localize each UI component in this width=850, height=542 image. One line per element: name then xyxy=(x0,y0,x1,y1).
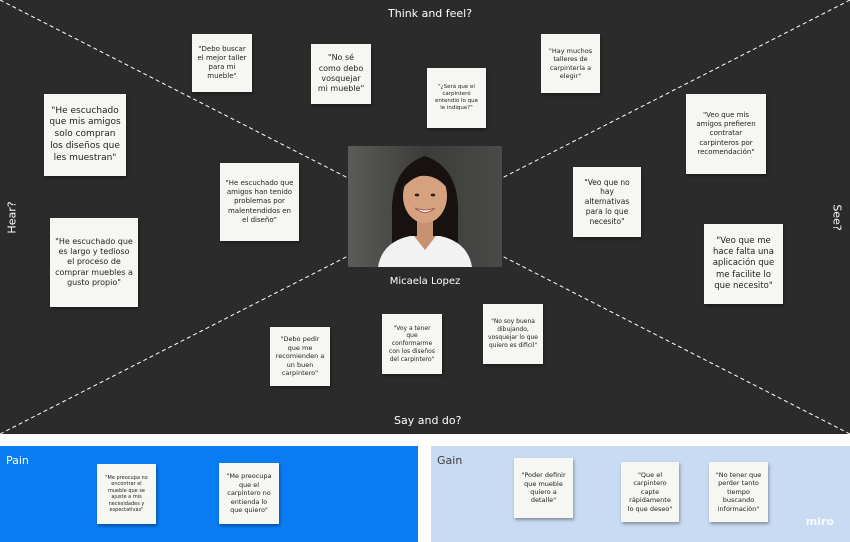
diagonal-bottom-right xyxy=(501,255,850,434)
section-title-see: See? xyxy=(830,204,844,231)
sticky-note[interactable]: "Veo que me hace falta una aplicación qu… xyxy=(704,224,783,304)
pain-panel: Pain "Me preocupa no encontrar el mueble… xyxy=(0,446,418,542)
sticky-note[interactable]: "He escuchado que es largo y tedioso el … xyxy=(50,218,138,307)
gain-panel: Gain "Poder definir que mueble quiero a … xyxy=(431,446,850,542)
section-title-say: Say and do? xyxy=(394,414,462,427)
persona-photo xyxy=(348,146,502,267)
sticky-note[interactable]: "He escuchado que mis amigos solo compra… xyxy=(44,94,126,176)
pain-title: Pain xyxy=(6,454,29,467)
sticky-note[interactable]: "Hay muchos talleres de carpintería a el… xyxy=(541,34,600,93)
sticky-note[interactable]: "Me preocupa no encontrar el mueble que … xyxy=(97,464,156,524)
sticky-note[interactable]: "Veo que mis amigos prefieren contratar … xyxy=(686,94,766,174)
section-title-hear: Hear? xyxy=(5,201,19,234)
section-title-think: Think and feel? xyxy=(388,7,473,20)
sticky-note[interactable]: "He escuchado que amigos han tenido prob… xyxy=(220,163,299,241)
quadrant-diagonals xyxy=(0,0,850,434)
sticky-note[interactable]: "Me preocupa que el carpintero no entien… xyxy=(219,463,279,524)
miro-logo: miro xyxy=(805,515,834,528)
diagonal-bottom-left xyxy=(0,255,349,434)
sticky-note[interactable]: "No tener que perder tanto tiempo buscan… xyxy=(709,462,768,522)
sticky-note[interactable]: "No sé como debo vosquejar mi mueble" xyxy=(311,44,371,104)
sticky-note[interactable]: "Debo pedir que me recomienden a un buen… xyxy=(270,327,330,386)
gain-title: Gain xyxy=(437,454,463,467)
sticky-note[interactable]: "Debo buscar el mejor taller para mi mue… xyxy=(192,34,252,92)
persona-name: Micaela Lopez xyxy=(389,276,461,287)
empathy-map-board: Think and feel? Hear? See? Say and do? "… xyxy=(0,0,850,434)
diagonal-top-left xyxy=(0,0,349,179)
sticky-note[interactable]: "Voy a tener que conformarme con los dis… xyxy=(382,314,442,374)
sticky-note[interactable]: "No soy buena dibujando, vosquejar lo qu… xyxy=(483,304,543,364)
sticky-note[interactable]: "Poder definir que mueble quiero a detal… xyxy=(514,458,573,518)
diagonal-top-right xyxy=(501,0,850,179)
sticky-note[interactable]: "Veo que no hay alternativas para lo que… xyxy=(573,167,641,237)
sticky-note[interactable]: "¿Será que el carpinteró entendió lo que… xyxy=(427,68,486,128)
sticky-note[interactable]: "Que el carpintero capte rápidamente lo … xyxy=(621,462,679,522)
